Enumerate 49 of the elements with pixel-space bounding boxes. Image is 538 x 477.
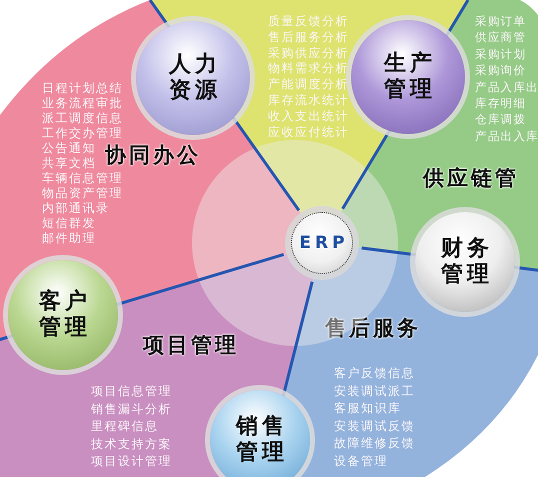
list-item: 销售漏斗分析 — [91, 402, 172, 416]
list-item: 共享文档 — [42, 156, 96, 170]
list-item: 项目信息管理 — [91, 384, 172, 398]
circle-label: 财务管理 — [440, 236, 494, 288]
list-item: 库存流水统计 — [268, 93, 349, 107]
list-item: 产品入库出 — [475, 80, 538, 94]
list-item: 设备管理 — [334, 454, 388, 468]
list-item: 项目设计管理 — [91, 454, 172, 468]
list-item: 安装调试反馈 — [334, 418, 415, 432]
list-item: 采购计划 — [475, 46, 526, 61]
list-item: 应收应付统计 — [268, 124, 349, 139]
module-circle — [210, 390, 310, 477]
list-item: 售后服务分析 — [268, 30, 349, 44]
list-item: 物料需求分析 — [268, 61, 349, 76]
list-item: 供应商管 — [475, 30, 526, 44]
list-item: 日程计划总结 — [42, 81, 123, 95]
list-item: 业务流程审批 — [42, 96, 123, 110]
sector-title: 售后服务 — [325, 316, 421, 340]
list-item: 客服知识库 — [334, 401, 402, 415]
list-item: 工作交办管理 — [42, 126, 123, 140]
list-item: 短信群发 — [42, 216, 96, 230]
hub-label: ERP — [298, 233, 349, 253]
list-item: 邮件助理 — [42, 231, 96, 245]
list-item: 里程碑信息 — [91, 419, 158, 433]
list-item: 内部通讯录 — [42, 201, 110, 215]
sector-title: 项目管理 — [143, 333, 239, 357]
list-item: 公告通知 — [42, 141, 96, 155]
list-item: 采购订单 — [475, 14, 526, 28]
circle-label: 客户管理 — [38, 289, 92, 341]
list-item: 产能调度分析 — [268, 77, 349, 92]
list-item: 派工调度信息 — [42, 111, 123, 125]
list-item: 客户反馈信息 — [334, 366, 415, 380]
sector-title: 供应链管 — [423, 166, 519, 190]
list-item: 安装调试派工 — [334, 384, 415, 398]
list-item: 故障维修反馈 — [334, 436, 415, 450]
list-item: 库存明细 — [475, 96, 526, 110]
list-item: 采购询价 — [475, 63, 526, 78]
list-item: 车辆信息管理 — [42, 171, 123, 185]
list-item: 技术支持方案 — [91, 436, 172, 450]
list-item: 仓库调拨 — [475, 112, 526, 126]
list-item: 收入支出统计 — [268, 108, 349, 123]
circle-label: 人力资源 — [168, 52, 222, 104]
list-item: 产品出入库 — [475, 128, 538, 143]
circle-label: 销售管理 — [234, 414, 289, 466]
sector-title: 协同办公 — [105, 143, 201, 167]
list-item: 采购供应分析 — [268, 46, 349, 60]
list-item: 质量反馈分析 — [268, 14, 349, 28]
circle-label: 生产管理 — [382, 51, 437, 103]
list-item: 物品资产管理 — [42, 186, 123, 200]
